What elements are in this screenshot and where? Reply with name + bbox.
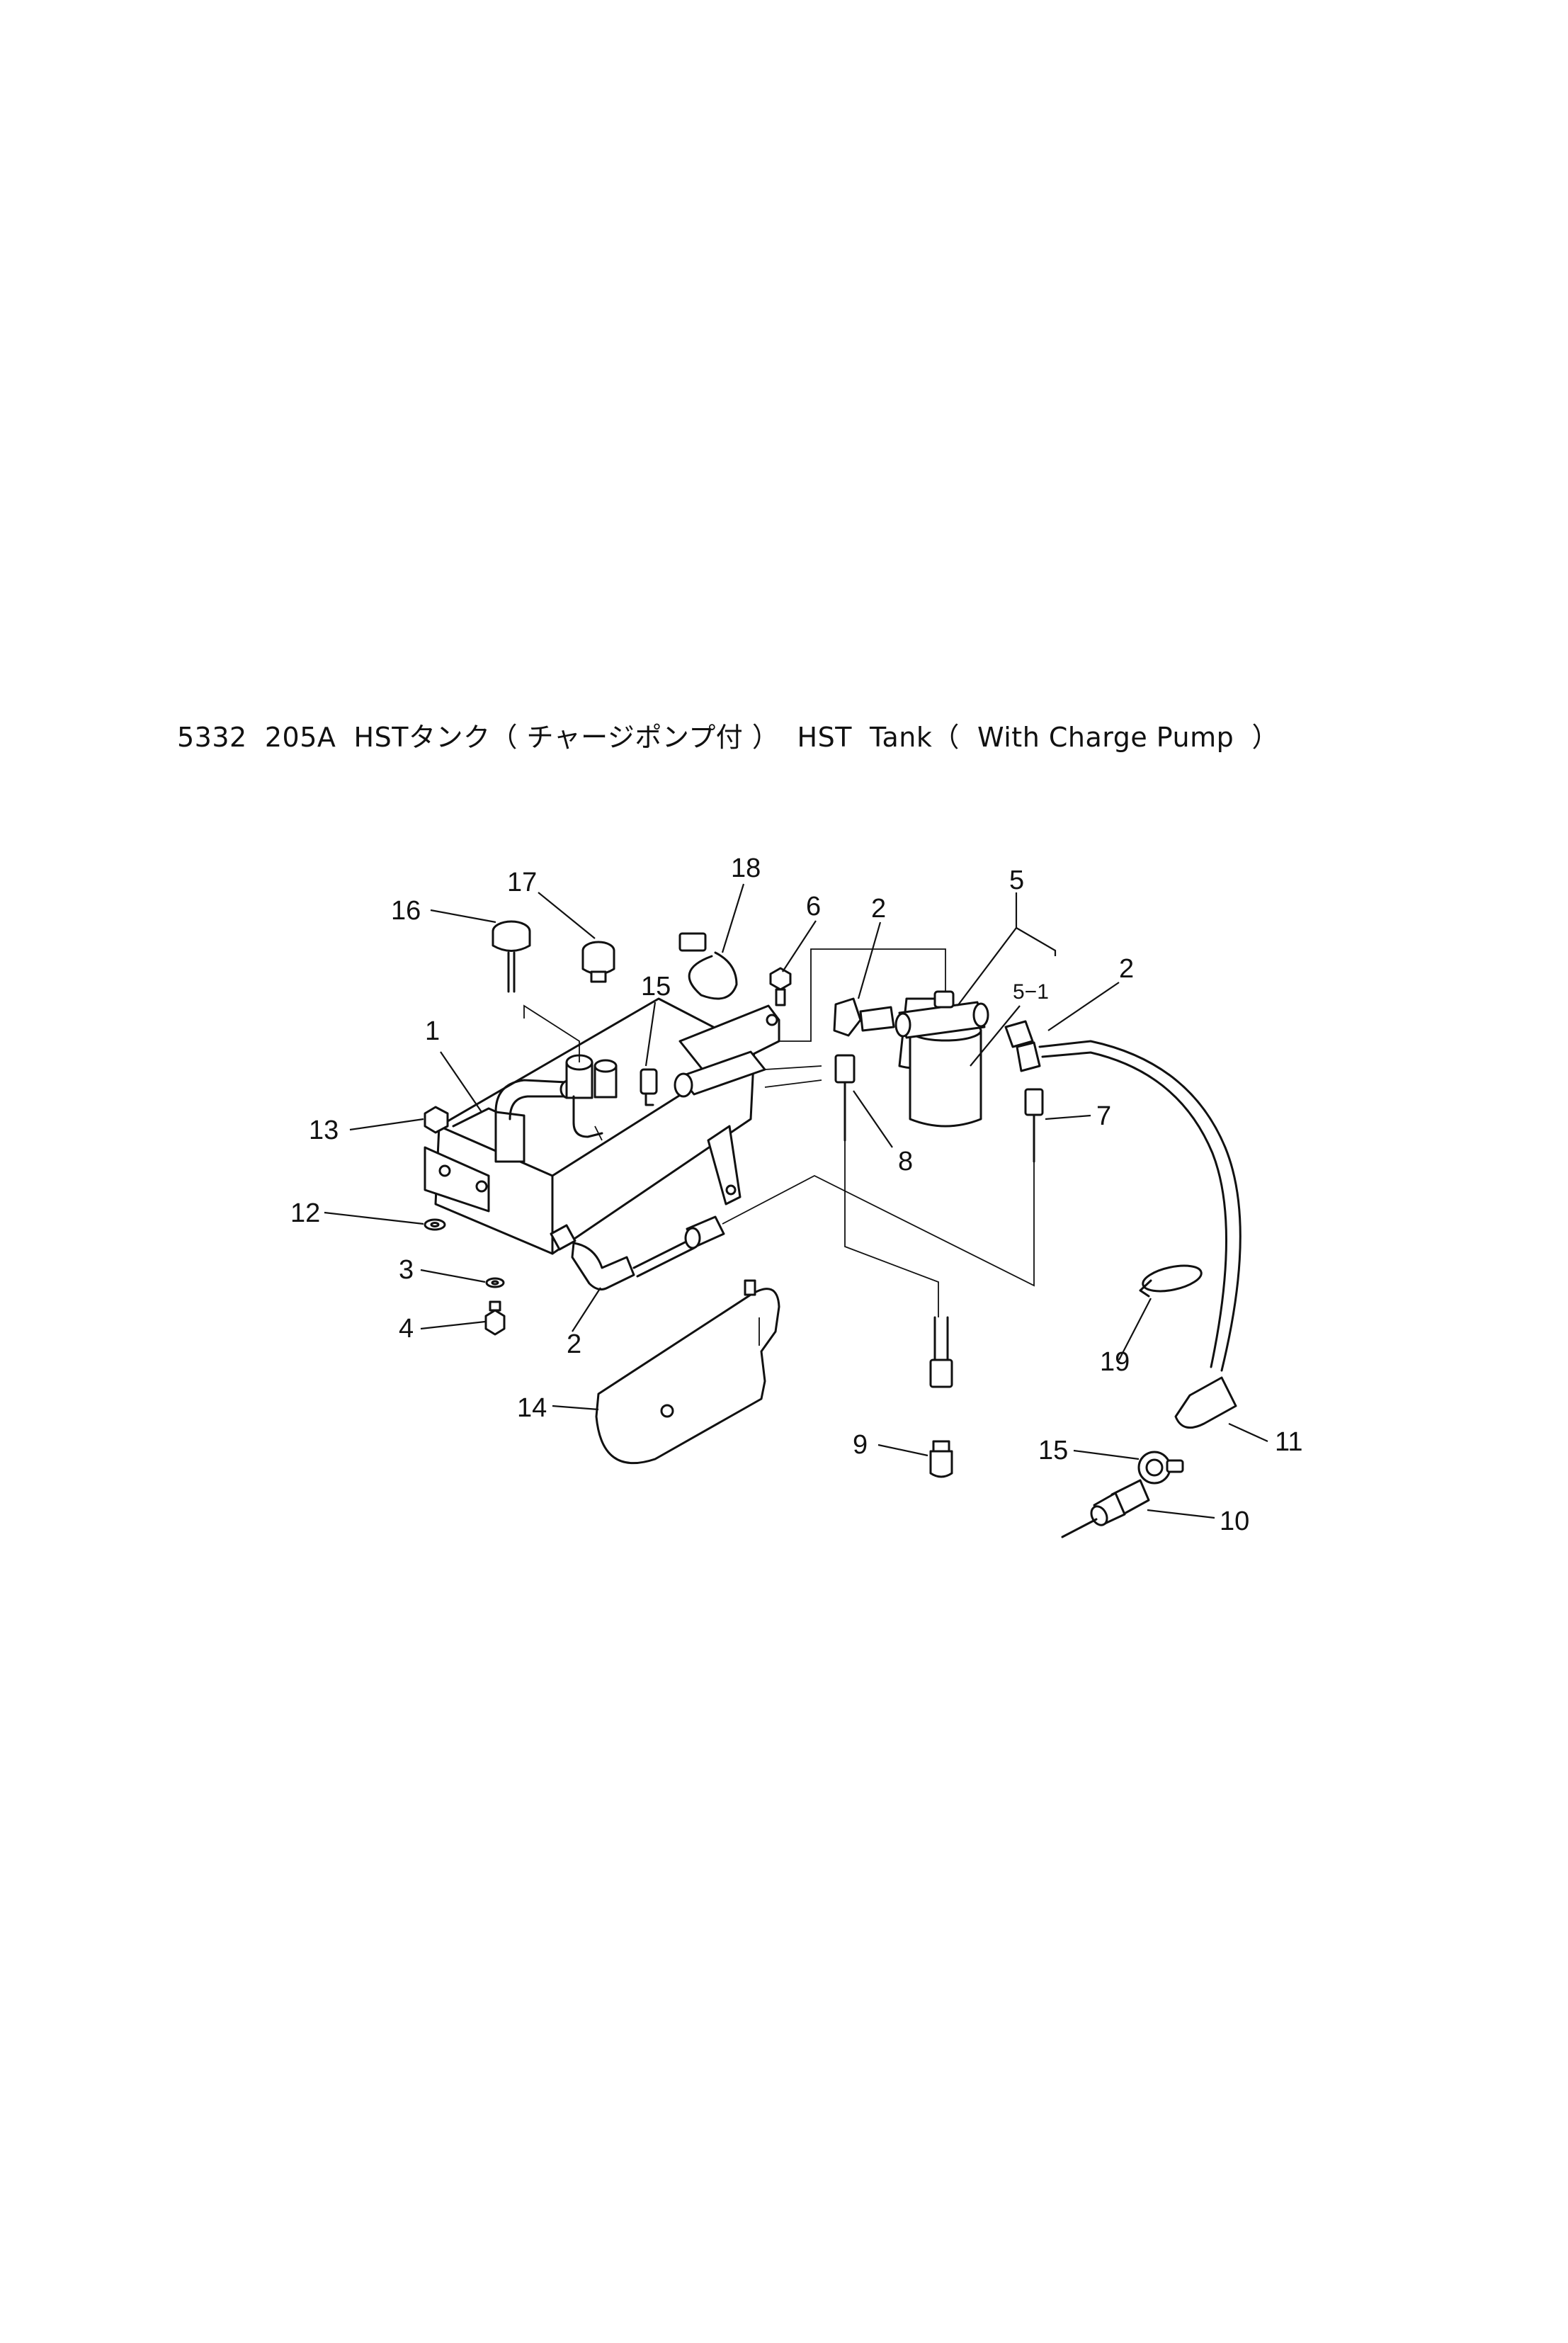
callout-2-mid: 2 (871, 894, 886, 924)
dipstick-part (492, 920, 531, 993)
callout-5-1: 5−1 (1013, 980, 1049, 1004)
callout-7: 7 (1096, 1101, 1111, 1131)
elbow-fitting-right-part (1004, 1020, 1041, 1072)
callout-13: 13 (309, 1116, 339, 1145)
callout-18: 18 (731, 853, 761, 883)
callout-5: 5 (1009, 866, 1024, 895)
callout-9: 9 (853, 1430, 868, 1460)
elbow-fitting-mid-part (833, 997, 895, 1037)
callout-17: 17 (507, 868, 537, 897)
callout-6: 6 (806, 892, 821, 921)
line-filter-part (894, 990, 989, 1128)
return-hose-part (1038, 1040, 1242, 1429)
callout-3: 3 (399, 1255, 414, 1285)
callout-15-upper: 15 (641, 972, 671, 1002)
callout-2-right: 2 (1119, 954, 1134, 984)
hose-fitting-right-part (1024, 1088, 1044, 1163)
callout-2-lower: 2 (567, 1329, 581, 1359)
callout-19: 19 (1100, 1347, 1130, 1377)
callout-labels: 1 2 2 2 3 4 5 5−1 6 7 8 9 10 11 12 13 14… (290, 853, 1302, 1536)
callout-14: 14 (517, 1393, 547, 1423)
guard-plate-part (595, 1279, 780, 1465)
callout-11: 11 (1275, 1427, 1302, 1457)
breather-cap-part (581, 941, 615, 983)
assembly-lines (523, 948, 1035, 1317)
hose-clamp-lower-part (1137, 1451, 1184, 1485)
hose-lower-part (632, 1215, 725, 1278)
callout-8: 8 (898, 1147, 913, 1176)
callout-10: 10 (1220, 1507, 1249, 1536)
washer-part (424, 1218, 446, 1231)
band-part (678, 932, 738, 1000)
callout-16: 16 (391, 896, 421, 926)
leader-lines (324, 883, 1268, 1519)
hose-fitting-left-part (834, 1054, 856, 1142)
elbow-fitting-lower-part (550, 1224, 635, 1290)
drain-plug-part (484, 1300, 506, 1336)
page-title: 5332 205A HSTタンク（ チャージポンプ付 ） HST Tank（ W… (177, 722, 1279, 753)
washer-small-part (485, 1277, 505, 1288)
bolt-part (769, 967, 792, 1006)
adapter-fitting-part (929, 1316, 953, 1478)
callout-12: 12 (290, 1198, 320, 1228)
hose-clamp-part (1139, 1264, 1203, 1298)
callout-4: 4 (399, 1314, 414, 1344)
callout-15-lower: 15 (1038, 1436, 1068, 1465)
nut-part (424, 1106, 449, 1134)
connector-part (1061, 1479, 1150, 1538)
callout-1: 1 (425, 1016, 440, 1046)
hst-tank-part (424, 997, 780, 1255)
